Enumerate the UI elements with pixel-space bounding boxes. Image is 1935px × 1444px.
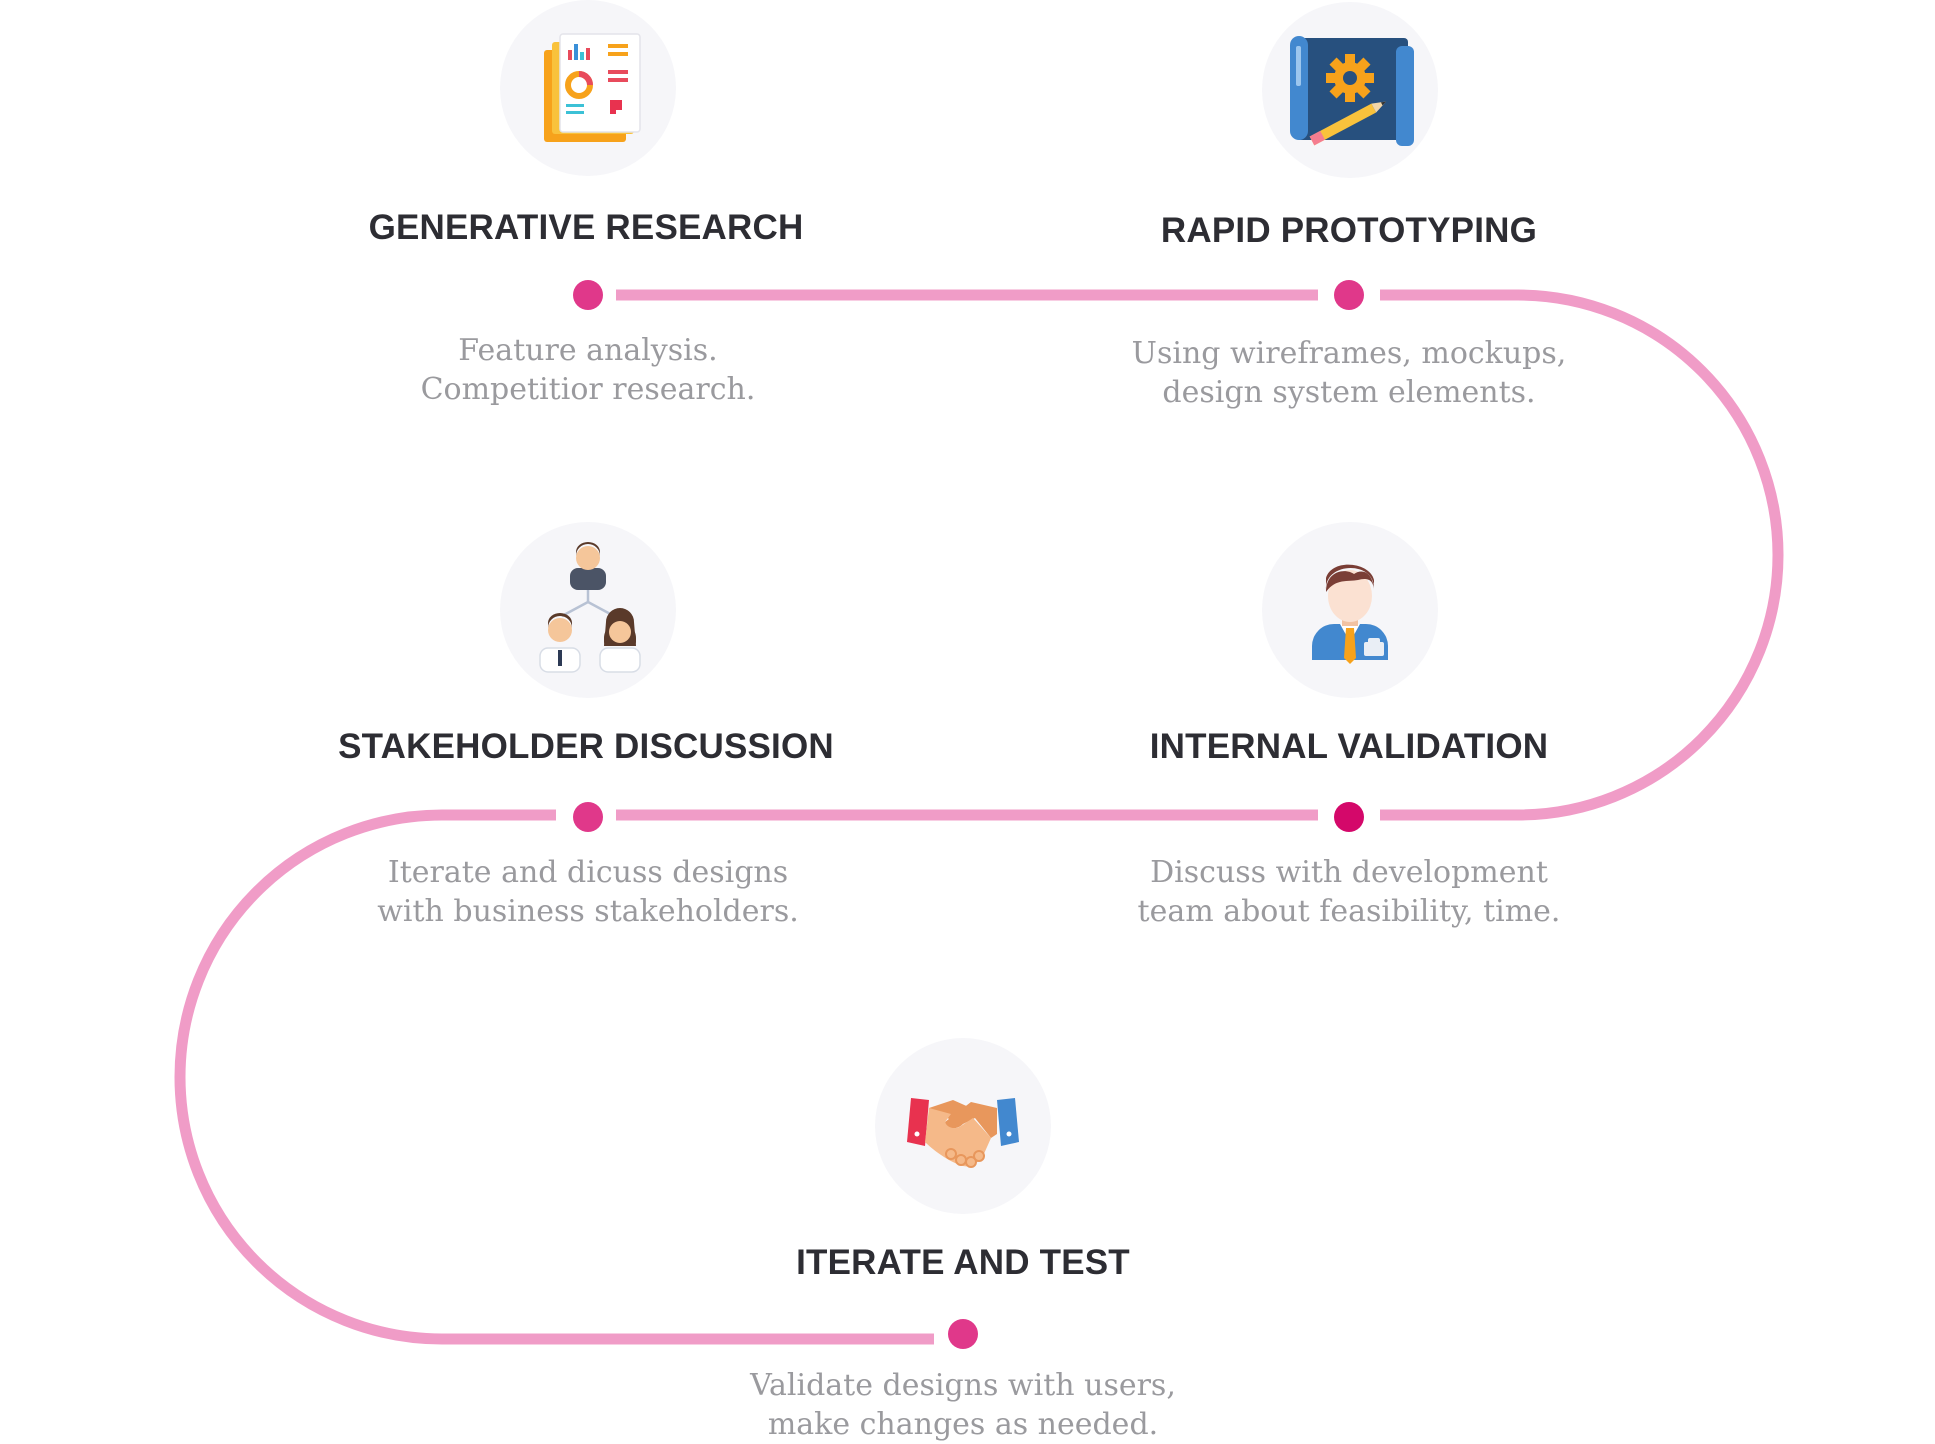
step-4-description: Discuss with development team about feas… bbox=[999, 853, 1699, 931]
step-1-title: GENERATIVE RESEARCH bbox=[368, 208, 804, 247]
milestone-dot-5 bbox=[948, 1319, 978, 1349]
milestone-dot-3 bbox=[573, 802, 603, 832]
step-2-description-line-2: design system elements. bbox=[1162, 375, 1536, 410]
step-1-description-line-1: Feature analysis. bbox=[458, 333, 718, 368]
step-5-title: ITERATE AND TEST bbox=[796, 1243, 1130, 1282]
milestone-dot-4 bbox=[1334, 802, 1364, 832]
step-3-description-line-1: Iterate and dicuss designs bbox=[387, 855, 789, 890]
step-5-description-line-1: Validate designs with users, bbox=[750, 1368, 1176, 1403]
team-hierarchy-icon bbox=[539, 542, 641, 673]
blueprint-gear-icon bbox=[1290, 36, 1414, 146]
step-3-title: STAKEHOLDER DISCUSSION bbox=[338, 727, 834, 766]
path-segment-2 bbox=[1380, 289, 1784, 821]
milestone-dot-2 bbox=[1334, 280, 1364, 310]
step-4-description-line-1: Discuss with development bbox=[1150, 855, 1548, 890]
handshake-icon bbox=[907, 1098, 1019, 1168]
step-2-title: RAPID PROTOTYPING bbox=[1160, 211, 1538, 250]
step-2-description: Using wireframes, mockups, design system… bbox=[999, 334, 1699, 412]
milestone-dot-1 bbox=[573, 280, 603, 310]
path-segment-4 bbox=[174, 809, 934, 1345]
step-4-description-line-2: team about feasibility, time. bbox=[1137, 894, 1561, 929]
step-2-icon-circle bbox=[1262, 2, 1438, 178]
step-3-icon-circle bbox=[500, 522, 676, 698]
employee-badge-icon bbox=[1312, 564, 1388, 664]
step-2-description-line-1: Using wireframes, mockups, bbox=[1131, 336, 1567, 371]
step-4-title: INTERNAL VALIDATION bbox=[1149, 727, 1549, 766]
step-4-icon-circle bbox=[1262, 522, 1438, 698]
step-1-description-line-2: Competitior research. bbox=[420, 372, 756, 407]
step-1-description: Feature analysis. Competitior research. bbox=[238, 331, 938, 409]
report-chart-icon bbox=[544, 33, 641, 142]
step-5-description: Validate designs with users, make change… bbox=[613, 1366, 1313, 1444]
step-5-icon-circle bbox=[875, 1038, 1051, 1214]
step-3-description: Iterate and dicuss designs with business… bbox=[238, 853, 938, 931]
step-3-description-line-2: with business stakeholders. bbox=[377, 894, 799, 929]
step-1-icon-circle bbox=[500, 0, 676, 176]
step-5-description-line-2: make changes as needed. bbox=[767, 1407, 1159, 1442]
